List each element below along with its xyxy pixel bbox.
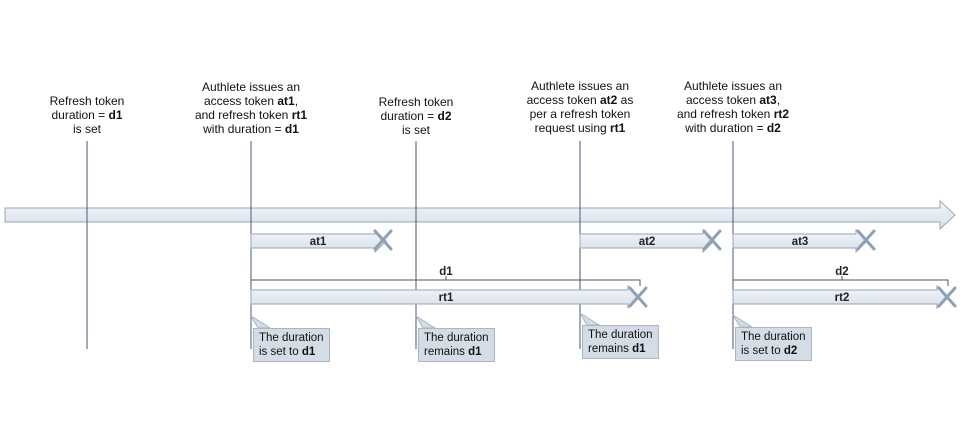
expire-x-icon xyxy=(937,286,957,308)
callout-pointer-4 xyxy=(732,314,754,328)
callout-pointer-2 xyxy=(415,315,437,329)
text-line: remains d1 xyxy=(588,343,646,355)
text-line: is set xyxy=(72,122,101,136)
text-line: per a refresh token xyxy=(529,107,631,121)
text-line: Refresh token xyxy=(378,95,454,109)
at1-label: at1 xyxy=(310,236,327,248)
duration-callout-2: The duration remains d1 xyxy=(418,328,495,362)
d2-duration-label: d2 xyxy=(835,266,848,278)
text-line: The duration xyxy=(588,329,653,341)
d1-duration-label: d1 xyxy=(439,266,453,278)
text-line: access token at3, xyxy=(685,93,781,107)
text-line: and refresh token rt2 xyxy=(676,107,790,121)
text-line: is set to d2 xyxy=(741,345,798,357)
main-timeline-arrow xyxy=(4,199,956,231)
text-line: access token at2 as xyxy=(526,93,634,107)
text-line: Authlete issues an xyxy=(530,79,630,93)
d1-bracket xyxy=(250,276,641,286)
rt1-bar: rt1 xyxy=(250,284,648,310)
expire-x-icon xyxy=(628,286,648,308)
text-line: The duration xyxy=(259,332,324,344)
expire-x-icon xyxy=(856,229,876,251)
text-line: with duration = d1 xyxy=(203,122,299,136)
rt2-label: rt2 xyxy=(835,292,850,304)
duration-callout-4: The duration is set to d2 xyxy=(735,327,812,361)
expire-x-icon xyxy=(373,229,393,251)
callout-pointer-3 xyxy=(579,312,601,326)
callout-pointer-1 xyxy=(250,315,272,329)
rt2-bar: rt2 xyxy=(732,284,957,310)
at3-bar: at3 xyxy=(732,228,876,254)
text-line: is set to d1 xyxy=(259,346,316,358)
text-line: is set xyxy=(401,123,430,137)
text-line: remains d1 xyxy=(424,346,482,358)
text-line: with duration = d2 xyxy=(685,121,781,135)
duration-callout-3: The duration remains d1 xyxy=(582,325,659,359)
text-line: The duration xyxy=(424,332,489,344)
text-line: duration = d1 xyxy=(51,108,123,122)
rt1-label: rt1 xyxy=(439,292,454,304)
text-line: access token at1, xyxy=(203,94,299,108)
text-line: Authlete issues an xyxy=(201,80,301,94)
at2-bar: at2 xyxy=(579,228,722,254)
d2-bracket xyxy=(732,276,949,286)
text-line: The duration xyxy=(741,331,806,343)
text-line: duration = d2 xyxy=(380,109,452,123)
text-line: Refresh token xyxy=(49,94,125,108)
text-line: and refresh token rt1 xyxy=(194,108,308,122)
text-line: request using rt1 xyxy=(534,121,626,135)
expire-x-icon xyxy=(702,229,722,251)
at1-bar: at1 xyxy=(250,228,393,254)
duration-callout-1: The duration is set to d1 xyxy=(253,328,330,362)
text-line: Authlete issues an xyxy=(683,79,783,93)
at3-label: at3 xyxy=(792,236,809,248)
at2-label: at2 xyxy=(639,236,656,248)
